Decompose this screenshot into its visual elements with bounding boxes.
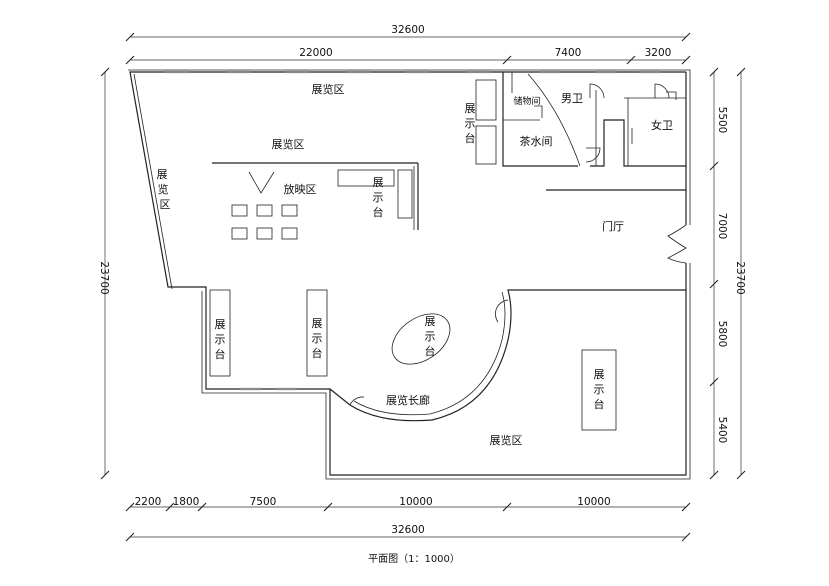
left-dimensions: 23700 — [98, 67, 110, 480]
top-windows — [165, 70, 660, 391]
display-stand-labels: 展 示 台 展 示 台 展 示 台 展 示 台 展 示 台 展 示 台 — [215, 102, 605, 411]
stand-label-char: 展 — [215, 318, 226, 331]
bottom-segment-dimension: 10000 — [577, 496, 610, 508]
stand-label-char: 展 — [373, 176, 384, 189]
stand-label-char: 台 — [425, 344, 436, 358]
room-label-tea-room: 茶水间 — [520, 135, 553, 148]
display-stand — [209, 289, 231, 377]
stand-label-char: 示 — [373, 191, 384, 204]
top-dimensions: 32600 22000 7400 3200 — [125, 24, 691, 65]
display-stand — [306, 289, 328, 377]
display-stand — [337, 169, 395, 187]
bottom-segment-dimension: 10000 — [399, 496, 432, 508]
stand-label-char: 示 — [594, 383, 605, 396]
room-label-exhibit-top: 展览区 — [312, 82, 345, 96]
top-total-dimension: 32600 — [391, 24, 424, 36]
right-segment-dimension: 7000 — [716, 213, 728, 240]
display-stand — [475, 79, 497, 121]
top-segment-dimension: 3200 — [645, 47, 672, 59]
door-swing-icon — [654, 83, 670, 99]
room-label-exhibit-left-char: 区 — [160, 198, 171, 211]
door-swing-icon — [589, 83, 605, 99]
top-segment-dimension: 22000 — [299, 47, 332, 59]
stand-label-char: 台 — [312, 346, 323, 360]
top-segment-dimension: 7400 — [555, 47, 582, 59]
stand-label-char: 展 — [465, 102, 476, 115]
right-total-dimension: 23700 — [734, 261, 746, 294]
stand-label-char: 台 — [215, 347, 226, 361]
stand-label-char: 台 — [465, 131, 476, 145]
stand-label-char: 展 — [425, 315, 436, 328]
gallery-corridor-walls — [329, 289, 686, 422]
display-stand — [581, 349, 617, 431]
display-stand — [397, 169, 413, 219]
stand-label-char: 展 — [594, 368, 605, 381]
room-labels: 展览区 展览区 展 览 区 放映区 储物间 男卫 女卫 茶水间 门厅 展览长廊 … — [157, 82, 674, 447]
right-segment-dimension: 5400 — [716, 417, 728, 444]
curved-partition — [527, 73, 581, 167]
entrance-door-icon — [667, 224, 687, 264]
screening-partitions — [212, 162, 419, 240]
bottom-dimensions: 2200 1800 7500 10000 10000 32600 — [125, 496, 691, 542]
outer-walls — [128, 69, 691, 480]
room-label-womens-wc: 女卫 — [651, 118, 673, 132]
stand-label-char: 展 — [312, 317, 323, 330]
room-label-mens-wc: 男卫 — [561, 92, 583, 105]
projector-icon — [248, 171, 275, 194]
display-stands — [209, 79, 617, 431]
right-segment-dimension: 5800 — [716, 321, 728, 348]
room-label-exhibit-mid: 展览区 — [272, 137, 305, 151]
door-swing-icon — [666, 91, 677, 100]
door-swing-icon — [349, 396, 365, 406]
stand-label-char: 示 — [425, 330, 436, 343]
room-label-gallery-corridor: 展览长廊 — [386, 393, 430, 407]
display-stand — [391, 313, 451, 365]
room-label-lobby: 门厅 — [602, 219, 624, 233]
stand-label-char: 台 — [373, 205, 384, 219]
stand-label-char: 示 — [465, 117, 476, 130]
room-label-storage: 储物间 — [513, 95, 540, 107]
display-stand — [475, 125, 497, 165]
room-label-exhibit-left-char: 览 — [158, 182, 169, 196]
plan-caption: 平面图（1：1000） — [368, 553, 460, 565]
right-dimensions: 5500 7000 5800 5400 23700 — [709, 67, 746, 480]
door-swing-icon — [585, 147, 601, 163]
left-total-dimension: 23700 — [98, 261, 110, 294]
room-label-screening: 放映区 — [284, 182, 317, 196]
bottom-segment-dimension: 7500 — [250, 496, 277, 508]
bottom-total-dimension: 32600 — [391, 524, 424, 536]
stand-label-char: 示 — [312, 332, 323, 345]
stand-label-char: 台 — [594, 397, 605, 411]
bottom-segment-dimension: 1800 — [173, 496, 200, 508]
door-swing-icon — [534, 105, 543, 118]
service-block — [502, 72, 686, 167]
room-label-exhibit-left-char: 展 — [157, 168, 168, 181]
bottom-segment-dimension: 2200 — [135, 496, 162, 508]
room-label-exhibit-bottom: 展览区 — [490, 433, 523, 447]
right-segment-dimension: 5500 — [716, 107, 728, 134]
stand-label-char: 示 — [215, 333, 226, 346]
door-swing-icon — [495, 299, 509, 323]
